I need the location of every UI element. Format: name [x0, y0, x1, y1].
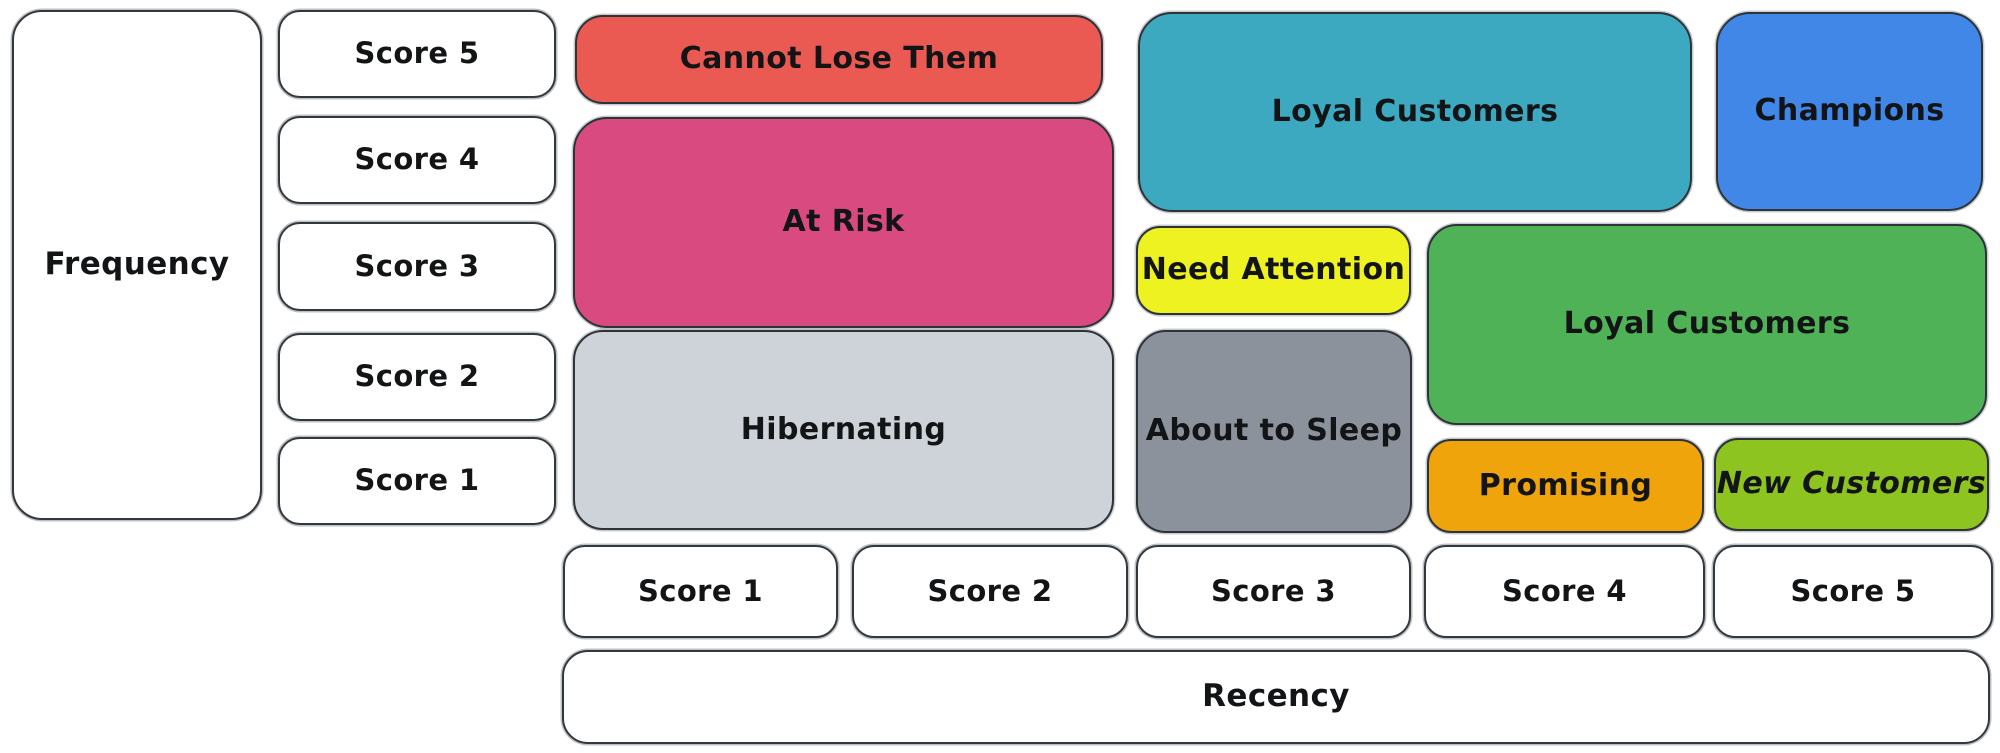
recency-score-3-label: Score 3: [1210, 573, 1337, 608]
frequency-score-3-box: Score 3: [278, 222, 556, 311]
recency-score-2-box: Score 2: [852, 545, 1128, 638]
segment-about-to-sleep: About to Sleep: [1136, 330, 1412, 533]
segment-cannot-lose-them-label: Cannot Lose Them: [679, 41, 999, 77]
segment-about-to-sleep-label: About to Sleep: [1145, 413, 1403, 449]
segment-loyal-customers-top-label: Loyal Customers: [1271, 93, 1559, 129]
segment-loyal-customers-mid: Loyal Customers: [1427, 224, 1987, 425]
segment-at-risk: At Risk: [573, 117, 1114, 328]
recency-axis-box: Recency: [562, 650, 1990, 744]
segment-loyal-customers-top: Loyal Customers: [1138, 12, 1692, 212]
segment-hibernating-label: Hibernating: [740, 411, 947, 447]
recency-score-5-box: Score 5: [1713, 545, 1993, 638]
segment-at-risk-label: At Risk: [782, 204, 905, 240]
recency-score-4-box: Score 4: [1424, 545, 1705, 638]
recency-axis-label: Recency: [1202, 678, 1350, 715]
segment-champions: Champions: [1716, 12, 1983, 211]
recency-score-1-box: Score 1: [563, 545, 838, 638]
segment-new-customers: New Customers: [1714, 438, 1989, 531]
segment-promising: Promising: [1427, 439, 1704, 533]
frequency-score-3-label: Score 3: [354, 248, 480, 283]
frequency-axis-label: Frequency: [44, 246, 230, 283]
frequency-axis-box: Frequency: [12, 10, 262, 520]
segment-cannot-lose-them: Cannot Lose Them: [575, 15, 1103, 104]
recency-score-2-label: Score 2: [927, 573, 1053, 608]
segment-champions-label: Champions: [1754, 93, 1945, 129]
frequency-score-2-box: Score 2: [278, 333, 556, 421]
segment-loyal-customers-mid-label: Loyal Customers: [1563, 306, 1851, 342]
segment-promising-label: Promising: [1478, 467, 1653, 503]
frequency-score-1-box: Score 1: [278, 437, 556, 525]
recency-score-4-label: Score 4: [1501, 573, 1628, 608]
recency-score-1-label: Score 1: [637, 573, 764, 608]
recency-score-3-box: Score 3: [1136, 545, 1411, 638]
frequency-score-4-box: Score 4: [278, 116, 556, 204]
frequency-score-4-label: Score 4: [354, 142, 480, 177]
segment-new-customers-label: New Customers: [1716, 466, 1987, 502]
frequency-score-2-label: Score 2: [354, 359, 480, 394]
segment-hibernating: Hibernating: [573, 330, 1114, 530]
frequency-score-5-box: Score 5: [278, 10, 556, 98]
frequency-score-1-label: Score 1: [354, 463, 480, 498]
segment-need-attention-label: Need Attention: [1141, 252, 1406, 288]
frequency-score-5-label: Score 5: [354, 36, 480, 71]
recency-score-5-label: Score 5: [1790, 573, 1916, 608]
segment-need-attention: Need Attention: [1136, 226, 1411, 315]
